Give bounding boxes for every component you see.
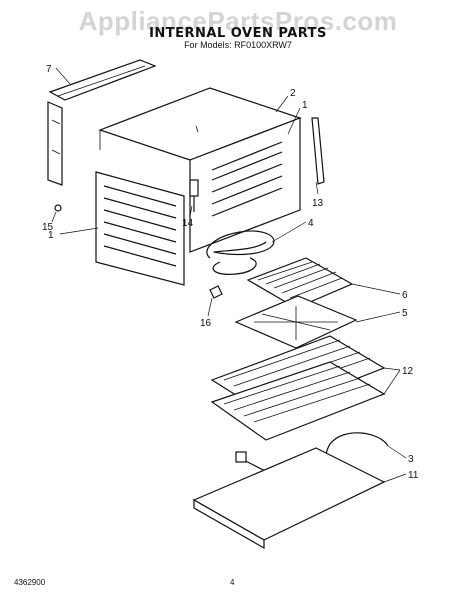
clip-part-16 xyxy=(209,285,223,299)
callout-7: 7 xyxy=(46,64,52,75)
rear-panel-part-7 xyxy=(47,59,157,186)
callout-1-right: 1 xyxy=(302,100,308,111)
model-subtitle: For Models: RF0100XRW7 xyxy=(184,40,292,50)
callout-leaders xyxy=(51,67,407,483)
screw-part-15 xyxy=(54,204,62,212)
callout-1-left: 1 xyxy=(48,230,54,241)
callout-14: 14 xyxy=(182,218,194,229)
page-number: 4 xyxy=(230,578,235,587)
callout-3: 3 xyxy=(408,454,414,465)
broil-element-part-4 xyxy=(206,230,275,275)
callout-15: 15 xyxy=(42,222,54,233)
callout-13: 13 xyxy=(312,198,324,209)
watermark: AppliancePartsPros.com xyxy=(78,6,398,36)
oven-cavity-top xyxy=(98,87,302,253)
broiler-pan-part-5 xyxy=(234,295,358,349)
callout-12: 12 xyxy=(402,366,414,377)
callout-6: 6 xyxy=(402,290,408,301)
callout-2: 2 xyxy=(290,88,296,99)
rack-support-left-part-1 xyxy=(95,171,185,286)
callout-4: 4 xyxy=(308,218,314,229)
bracket-part-13 xyxy=(311,117,325,185)
document-number: 4362900 xyxy=(14,578,46,587)
callout-16: 16 xyxy=(200,318,212,329)
page-title: INTERNAL OVEN PARTS xyxy=(149,26,327,41)
oven-bottom-part-11 xyxy=(192,447,386,550)
callout-5: 5 xyxy=(402,308,408,319)
sensor-part-14 xyxy=(189,179,199,212)
callout-11: 11 xyxy=(408,470,419,481)
